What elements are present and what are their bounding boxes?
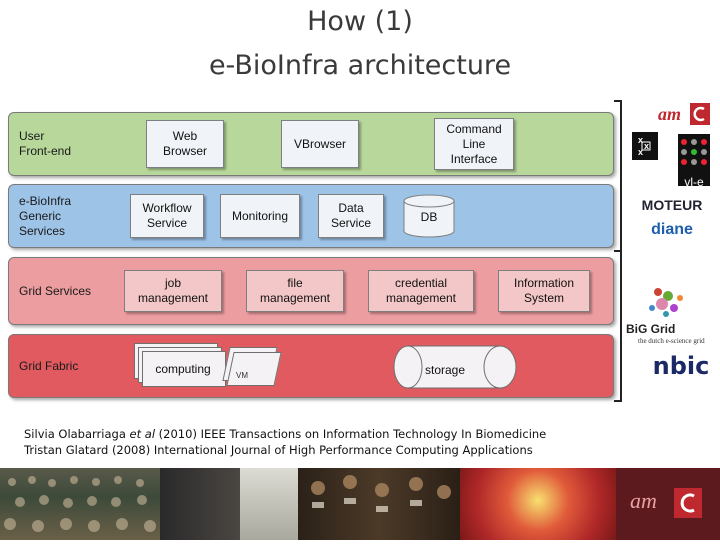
svg-text:x: x <box>644 141 649 151</box>
information-system-box: Information System <box>498 270 590 312</box>
citation-etal: et al <box>129 427 156 441</box>
svg-text:x: x <box>638 147 643 157</box>
citation-author: Silvia Olabarriaga <box>24 427 130 441</box>
x-pattern-icon: x x x <box>638 135 651 157</box>
moteur-logo: MOTEUR <box>641 197 703 213</box>
amc-footer-logo: am <box>616 468 720 540</box>
layer-label: Grid Fabric <box>19 359 79 373</box>
amc-footer-icon: am <box>630 488 702 518</box>
vm-label: VM <box>236 371 248 380</box>
medical-imaging-photo <box>460 468 616 540</box>
bracket-lower <box>614 250 622 402</box>
layer-label: e-BioInfra Generic Services <box>19 194 72 238</box>
vle-logo: vl-e <box>678 134 710 189</box>
anatomy-painting-photo <box>298 468 460 540</box>
diane-logo: diane <box>651 221 693 238</box>
workflow-service-box: Workflow Service <box>130 194 204 238</box>
lab-photo <box>240 468 298 540</box>
db-cylinder-icon <box>403 194 455 238</box>
storage-cylinder-icon <box>393 345 517 389</box>
file-management-box: file management <box>246 270 344 312</box>
dot-grid-icon <box>681 139 707 165</box>
storage-label: storage <box>424 363 466 377</box>
web-browser-box: Web Browser <box>146 120 224 168</box>
monitoring-box: Monitoring <box>220 194 300 238</box>
db-label: DB <box>420 210 438 224</box>
vbrowser-box: VBrowser <box>281 120 359 168</box>
painting-faces-icon <box>311 475 451 512</box>
svg-text:x: x <box>638 135 643 145</box>
page-title-line1: How (1) <box>307 6 413 37</box>
citation: Silvia Olabarriaga et al (2010) IEEE Tra… <box>24 426 546 458</box>
job-management-box: job management <box>124 270 222 312</box>
computing-label: computing <box>155 362 211 376</box>
credential-management-box: credential management <box>368 270 474 312</box>
vle-label: vl-e <box>684 175 704 189</box>
footer-photo-strip: am <box>0 468 720 540</box>
biggrid-label: BiG Grid <box>626 322 676 336</box>
layer-label: User Front-end <box>19 129 72 158</box>
data-service-box: Data Service <box>318 194 384 238</box>
biggrid-dots-icon <box>649 288 683 317</box>
checkered-logo: x x x <box>632 132 658 160</box>
biggrid-logo: BiG Grid the dutch e-science grid <box>626 282 710 348</box>
amc-logo-top: am <box>656 100 712 130</box>
citation-line-2: Tristan Glatard (2008) International Jou… <box>24 443 533 457</box>
svg-text:am: am <box>658 104 681 124</box>
svg-text:am: am <box>630 488 657 513</box>
layer-label: Grid Services <box>19 284 92 298</box>
computing-stack-front <box>142 351 226 387</box>
amc-logo-icon: am <box>658 103 710 125</box>
nbic-logo: nbic <box>652 352 710 380</box>
citation-line-1: Silvia Olabarriaga et al (2010) IEEE Tra… <box>24 426 546 442</box>
vm-stack-front <box>226 352 282 386</box>
biggrid-subtitle: the dutch e-science grid <box>638 337 705 345</box>
citation-rest: (2010) IEEE Transactions on Information … <box>155 427 547 441</box>
page-title-line2: e-BioInfra architecture <box>208 50 512 81</box>
bracket-upper <box>614 100 622 252</box>
audience-pattern-icon <box>4 476 156 532</box>
command-line-interface-box: Command Line Interface <box>434 118 514 170</box>
layer-grid-fabric: Grid Fabric <box>8 334 614 398</box>
lecture-hall-photo <box>0 468 160 540</box>
layer-generic-services: e-BioInfra Generic Services <box>8 184 614 248</box>
microscope-photo <box>160 468 240 540</box>
